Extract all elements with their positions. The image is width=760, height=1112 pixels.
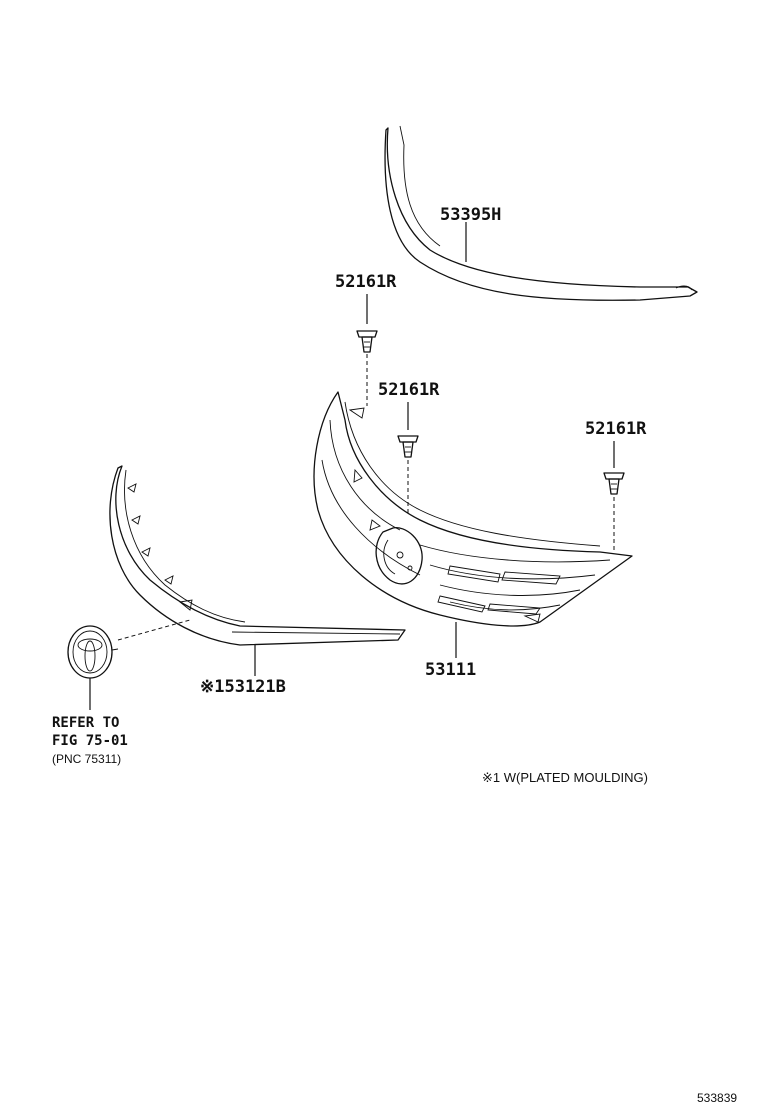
dashed-guide-emblem xyxy=(117,619,191,641)
radiator-grille-53111 xyxy=(313,391,633,627)
figure-id: 533839 xyxy=(697,1091,737,1105)
plated-moulding-53121B xyxy=(109,465,406,646)
clip-icon-top xyxy=(356,330,378,353)
label-52161R-mid: 52161R xyxy=(378,380,440,400)
clip-icon-mid xyxy=(397,435,419,458)
clip-icon-right xyxy=(603,472,625,495)
label-53111: 53111 xyxy=(425,660,476,680)
reference-line-3: (PNC 75311) xyxy=(52,752,121,766)
footnote-plated-moulding: ※1 W(PLATED MOULDING) xyxy=(482,770,648,785)
reference-line-1: REFER TO xyxy=(52,715,119,731)
label-52161R-top: 52161R xyxy=(335,272,397,292)
moulding-strip-53395H xyxy=(384,125,698,301)
emblem-icon xyxy=(67,625,119,679)
reference-line-2: FIG 75-01 xyxy=(52,733,128,749)
label-53121B: ※153121B xyxy=(200,677,286,697)
label-52161R-right: 52161R xyxy=(585,419,647,439)
label-53395H: 53395H xyxy=(440,205,501,225)
